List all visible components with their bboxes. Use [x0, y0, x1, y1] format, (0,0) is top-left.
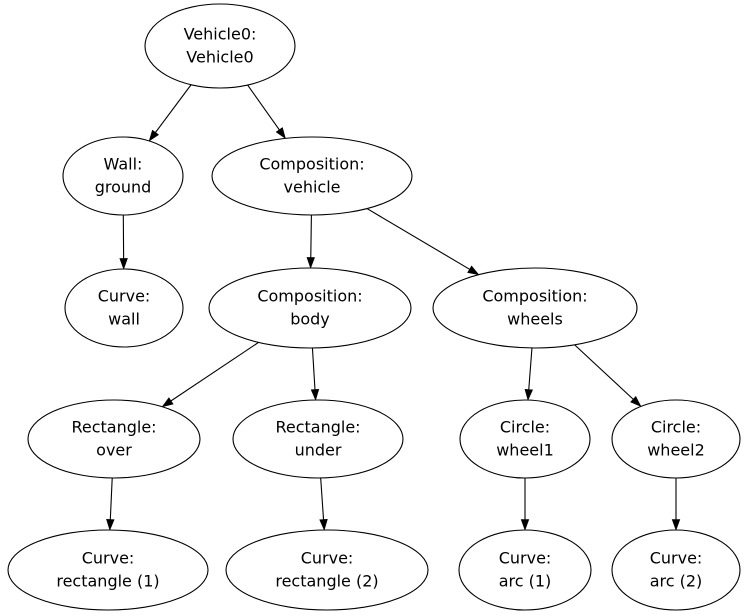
graph-node-circle-wheel1[interactable]: Circle: wheel1: [459, 399, 591, 479]
node-label-line1: Wall:: [104, 155, 143, 174]
node-label-line1: Curve:: [499, 549, 552, 568]
node-label-line1: Curve:: [301, 549, 354, 568]
nodes-layer: Vehicle0:Vehicle0Wall:groundComposition:…: [7, 3, 741, 611]
edge-arrowhead-icon: [671, 519, 681, 531]
graph-node-circle-wheel2[interactable]: Circle: wheel2: [611, 399, 741, 479]
graph-edge: [366, 208, 470, 270]
node-label-line1: Composition:: [257, 287, 362, 306]
edge-arrowhead-icon: [275, 127, 286, 140]
graph-edge: [311, 347, 316, 390]
node-ellipse-shape: [232, 399, 404, 479]
edge-arrowhead-icon: [148, 129, 160, 142]
graph-node-rectangle-under[interactable]: Rectangle: under: [232, 399, 404, 479]
edge-arrowhead-icon: [306, 257, 315, 269]
node-label-line1: Circle:: [500, 418, 550, 437]
node-ellipse-shape: [208, 267, 412, 349]
node-label-line1: Composition:: [482, 287, 587, 306]
node-label-line2: ground: [95, 178, 152, 197]
graph-edge: [247, 84, 280, 131]
edge-arrowhead-icon: [161, 397, 174, 408]
node-label-line2: over: [96, 441, 132, 460]
graph-node-curve-arc-1[interactable]: Curve: arc (1): [458, 529, 592, 611]
edge-arrowhead-icon: [106, 519, 115, 531]
node-label-line1: Rectangle:: [275, 418, 360, 437]
edge-arrowhead-icon: [467, 265, 480, 276]
graph-node-curve-arc-2[interactable]: Curve: arc (2): [611, 529, 741, 611]
graph-node-curve-rectangle-2[interactable]: Curve: rectangle (2): [225, 529, 429, 611]
node-ellipse-shape: [611, 399, 741, 479]
graph-edge: [574, 344, 634, 400]
node-ellipse-shape: [225, 529, 429, 611]
node-label-line2: rectangle (1): [56, 572, 159, 591]
node-ellipse-shape: [458, 529, 592, 611]
edges-layer: [106, 84, 681, 531]
node-label-line1: Circle:: [651, 418, 701, 437]
graph-node-composition-vehicle[interactable]: Composition: vehicle: [211, 136, 413, 216]
node-label-line2: wheel2: [647, 441, 705, 460]
graph-node-rectangle-over[interactable]: Rectangle: over: [27, 399, 201, 479]
node-label-line1: Curve:: [650, 549, 703, 568]
edge-arrowhead-icon: [319, 518, 328, 531]
node-ellipse-shape: [64, 268, 184, 348]
node-label-line1: Curve:: [82, 549, 135, 568]
graph-node-vehicle0[interactable]: Vehicle0: Vehicle0: [144, 3, 296, 89]
graph-edge: [320, 477, 325, 520]
node-label-line1: Composition:: [259, 155, 364, 174]
node-ellipse-shape: [211, 136, 413, 216]
graph-node-wall-ground[interactable]: Wall: ground: [62, 136, 184, 216]
edge-arrowhead-icon: [119, 258, 128, 270]
graph-edge: [109, 477, 113, 520]
node-label-line2: arc (1): [499, 572, 552, 591]
node-label-line2: Vehicle0: [186, 48, 253, 67]
edge-arrowhead-icon: [520, 519, 530, 531]
edge-arrowhead-icon: [630, 395, 642, 407]
node-ellipse-shape: [144, 3, 296, 89]
graph-edge: [170, 341, 259, 402]
graph-node-curve-rectangle-1[interactable]: Curve: rectangle (1): [7, 529, 209, 611]
graph-edge: [155, 84, 192, 133]
node-label-line1: Vehicle0:: [184, 25, 257, 44]
graph-node-composition-body[interactable]: Composition: body: [208, 267, 412, 349]
node-ellipse-shape: [27, 399, 201, 479]
node-ellipse-shape: [611, 529, 741, 611]
node-label-line2: vehicle: [284, 178, 341, 197]
node-ellipse-shape: [432, 267, 638, 349]
edge-arrowhead-icon: [310, 388, 320, 401]
graph-node-composition-wheels[interactable]: Composition: wheels: [432, 267, 638, 349]
graph-edge: [528, 347, 533, 390]
node-label-line2: under: [295, 441, 342, 460]
graph-node-curve-wall[interactable]: Curve: wall: [64, 268, 184, 348]
node-label-line1: Curve:: [98, 287, 151, 306]
graph-edge: [310, 214, 312, 258]
node-ellipse-shape: [459, 399, 591, 479]
node-label-line1: Rectangle:: [71, 418, 156, 437]
node-label-line2: wall: [108, 310, 140, 329]
node-label-line2: wheels: [507, 310, 563, 329]
node-ellipse-shape: [62, 136, 184, 216]
node-ellipse-shape: [7, 529, 209, 611]
node-label-line2: arc (2): [650, 572, 703, 591]
node-label-line2: body: [290, 310, 330, 329]
node-label-line2: wheel1: [496, 441, 554, 460]
node-label-line2: rectangle (2): [275, 572, 378, 591]
edge-arrowhead-icon: [524, 388, 534, 401]
